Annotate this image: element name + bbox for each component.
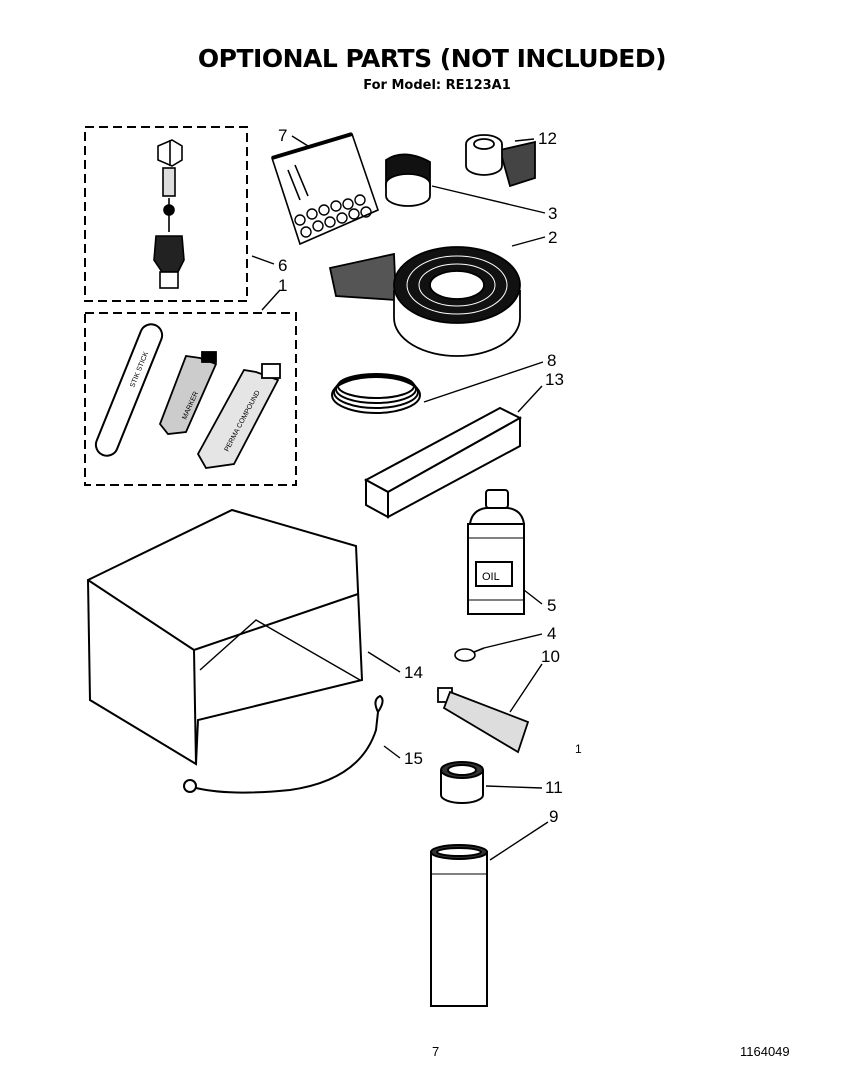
tape-roll-small-part bbox=[465, 134, 536, 188]
bulb-part bbox=[454, 647, 485, 662]
stick-part bbox=[94, 323, 164, 457]
callout-9: 9 bbox=[549, 807, 559, 826]
oil-label: OIL bbox=[482, 571, 500, 583]
callout-5: 5 bbox=[547, 596, 557, 615]
valve-fitting-part bbox=[153, 139, 185, 289]
callout-8: 8 bbox=[547, 351, 557, 370]
coiled-strip-part bbox=[385, 153, 431, 207]
callout-10: 10 bbox=[541, 647, 560, 666]
callout-1: 1 bbox=[278, 276, 288, 295]
leader-lines bbox=[251, 135, 549, 861]
kit-box-1 bbox=[84, 312, 297, 486]
unit-cover-part bbox=[86, 508, 364, 766]
foam-strip-part bbox=[363, 406, 523, 519]
oil-bottle-part bbox=[467, 489, 526, 615]
callout-15: 15 bbox=[404, 749, 423, 768]
model-subtitle: For Model: RE123A1 bbox=[363, 78, 511, 93]
tape-roll-large-part bbox=[328, 246, 521, 357]
sealant-tube-part bbox=[437, 687, 530, 754]
can-part bbox=[440, 761, 484, 804]
callout-7: 7 bbox=[278, 126, 288, 145]
page-number: 7 bbox=[432, 1044, 440, 1059]
large-tube-part bbox=[196, 363, 281, 469]
callout-13: 13 bbox=[545, 370, 564, 389]
callout-12: 12 bbox=[538, 129, 557, 148]
washer-bag-part bbox=[270, 132, 379, 246]
page-title: OPTIONAL PARTS (NOT INCLUDED) bbox=[197, 44, 667, 73]
coiled-wire-part bbox=[331, 373, 421, 414]
stray-mark: 1 bbox=[575, 742, 582, 756]
callout-14: 14 bbox=[404, 663, 423, 682]
callout-3: 3 bbox=[548, 204, 558, 223]
cord-part bbox=[183, 694, 384, 794]
spray-can-part bbox=[430, 844, 488, 1007]
small-tube-part bbox=[158, 351, 218, 435]
callout-2: 2 bbox=[548, 228, 558, 247]
callout-6: 6 bbox=[278, 256, 288, 275]
callout-4: 4 bbox=[547, 624, 557, 643]
document-number: 1164049 bbox=[740, 1044, 790, 1059]
callout-11: 11 bbox=[545, 778, 563, 797]
